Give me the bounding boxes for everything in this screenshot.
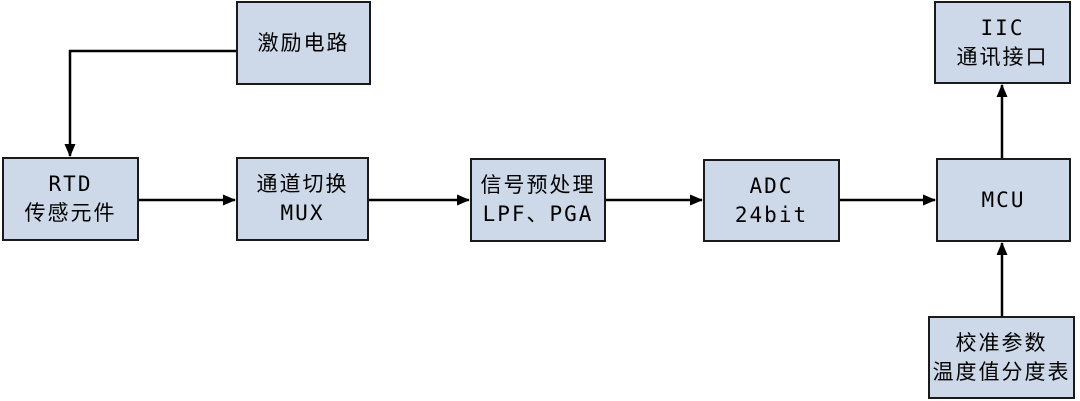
block-label: ADC: [749, 173, 794, 198]
block-adc: ADC 24bit: [703, 159, 840, 242]
block-rtd-sensor: RTD 传感元件: [2, 157, 139, 241]
block-label: 校准参数: [955, 330, 1048, 355]
block-label: 通道切换: [256, 172, 349, 196]
block-label: 24bit: [734, 202, 809, 227]
block-label: MCU: [981, 187, 1026, 212]
arrow-excitation-to-rtd: [64, 51, 236, 157]
block-excitation-circuit: 激励电路: [236, 1, 371, 85]
block-label: IIC: [980, 15, 1025, 40]
block-channel-mux: 通道切换 MUX: [236, 157, 369, 241]
block-label: 温度值分度表: [932, 359, 1071, 384]
block-calibration-table: 校准参数 温度值分度表: [928, 316, 1075, 399]
block-label: 通讯接口: [956, 44, 1049, 69]
block-iic-interface: IIC 通讯接口: [934, 1, 1071, 84]
block-signal-preprocess: 信号预处理 LPF、PGA: [470, 158, 606, 242]
block-label: MUX: [280, 201, 325, 225]
block-label: 激励电路: [257, 30, 350, 55]
block-label: 传感元件: [24, 201, 117, 225]
block-label: RTD: [48, 172, 93, 196]
block-mcu: MCU: [936, 158, 1071, 242]
block-label: LPF、PGA: [482, 202, 594, 226]
block-label: 信号预处理: [480, 173, 596, 197]
